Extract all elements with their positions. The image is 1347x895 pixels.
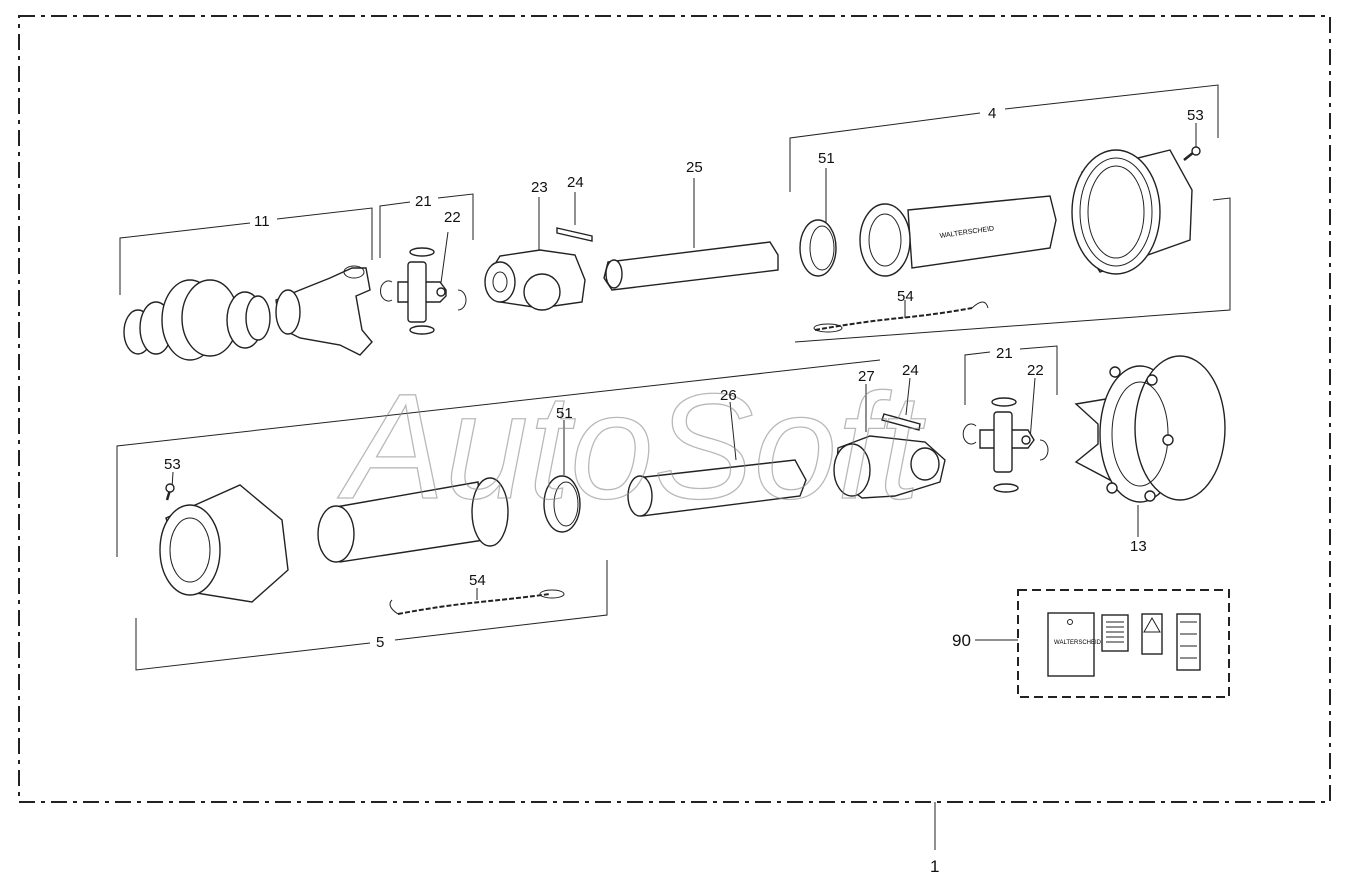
decal-sticker-c xyxy=(1176,613,1201,671)
cross-upper xyxy=(380,247,467,335)
label-chain-lower: 54 xyxy=(469,572,486,589)
callout-labels: 1 4 5 11 13 21 21 22 22 23 24 24 25 26 2… xyxy=(164,105,1204,876)
assembly-boundary xyxy=(18,15,1331,803)
outer-tube xyxy=(627,459,807,517)
bracket-guard-upper xyxy=(789,84,1231,343)
bracket-yoke-upper xyxy=(119,207,373,295)
yoke-upper xyxy=(275,265,373,356)
label-inner-tube: 25 xyxy=(686,159,703,176)
friction-clutch xyxy=(1074,355,1226,503)
label-inner-yoke: 23 xyxy=(531,179,548,196)
label-guard-upper: 4 xyxy=(988,105,996,122)
label-cross-upper: 21 xyxy=(415,193,432,210)
guard-bellows-lower xyxy=(159,484,289,603)
label-guard-lower: 5 xyxy=(376,634,384,651)
chain-lower xyxy=(389,589,565,615)
label-circlip-lower: 22 xyxy=(1027,362,1044,379)
bearing-ring-upper xyxy=(799,219,837,277)
leader-lines xyxy=(171,123,1197,600)
chain-upper xyxy=(813,301,989,333)
decal-sticker-a xyxy=(1101,614,1129,652)
label-outer-yoke: 27 xyxy=(858,368,875,385)
pin-upper xyxy=(556,227,593,242)
label-screw-upper: 53 xyxy=(1187,107,1204,124)
brand-label-manual: WALTERSCHEID xyxy=(1054,640,1102,646)
pin-lower xyxy=(881,413,921,431)
inner-tube xyxy=(603,241,779,291)
guard-tube-lower xyxy=(317,477,509,563)
label-screw-lower: 53 xyxy=(164,456,181,473)
bearing-ring-lower xyxy=(543,475,581,533)
label-cross-lower: 21 xyxy=(996,345,1013,362)
bracket-cross-lower xyxy=(964,345,1058,405)
label-pin-lower: 24 xyxy=(902,362,919,379)
label-clutch: 13 xyxy=(1130,538,1147,555)
bracket-guard-lower xyxy=(116,359,881,671)
decal-manual xyxy=(1047,612,1095,677)
decal-kit-boundary xyxy=(1017,589,1230,698)
cross-lower xyxy=(962,397,1049,493)
outer-yoke xyxy=(833,435,946,499)
decal-kit: WALTERSCHEID xyxy=(1047,612,1201,677)
label-circlip-upper: 22 xyxy=(444,209,461,226)
label-pin-upper: 24 xyxy=(567,174,584,191)
label-assembly: 1 xyxy=(930,857,939,876)
bracket-cross-upper xyxy=(379,193,474,258)
label-bearing-ring-lower: 51 xyxy=(556,405,573,422)
decal-sticker-b xyxy=(1141,613,1163,655)
screw-upper xyxy=(1183,146,1201,161)
label-outer-tube: 26 xyxy=(720,387,737,404)
label-bearing-ring-upper: 51 xyxy=(818,150,835,167)
screw-lower xyxy=(165,483,175,501)
inner-yoke xyxy=(484,249,586,311)
guard-upper: WALTERSCHEID xyxy=(859,195,1057,277)
guard-bellows-upper xyxy=(1071,149,1193,275)
yoke-seal-rings xyxy=(123,279,271,361)
label-yoke-upper: 11 xyxy=(254,213,270,230)
label-chain-upper: 54 xyxy=(897,288,914,305)
label-decal-kit: 90 xyxy=(952,631,971,650)
watermark: AutoSoft xyxy=(337,362,926,530)
